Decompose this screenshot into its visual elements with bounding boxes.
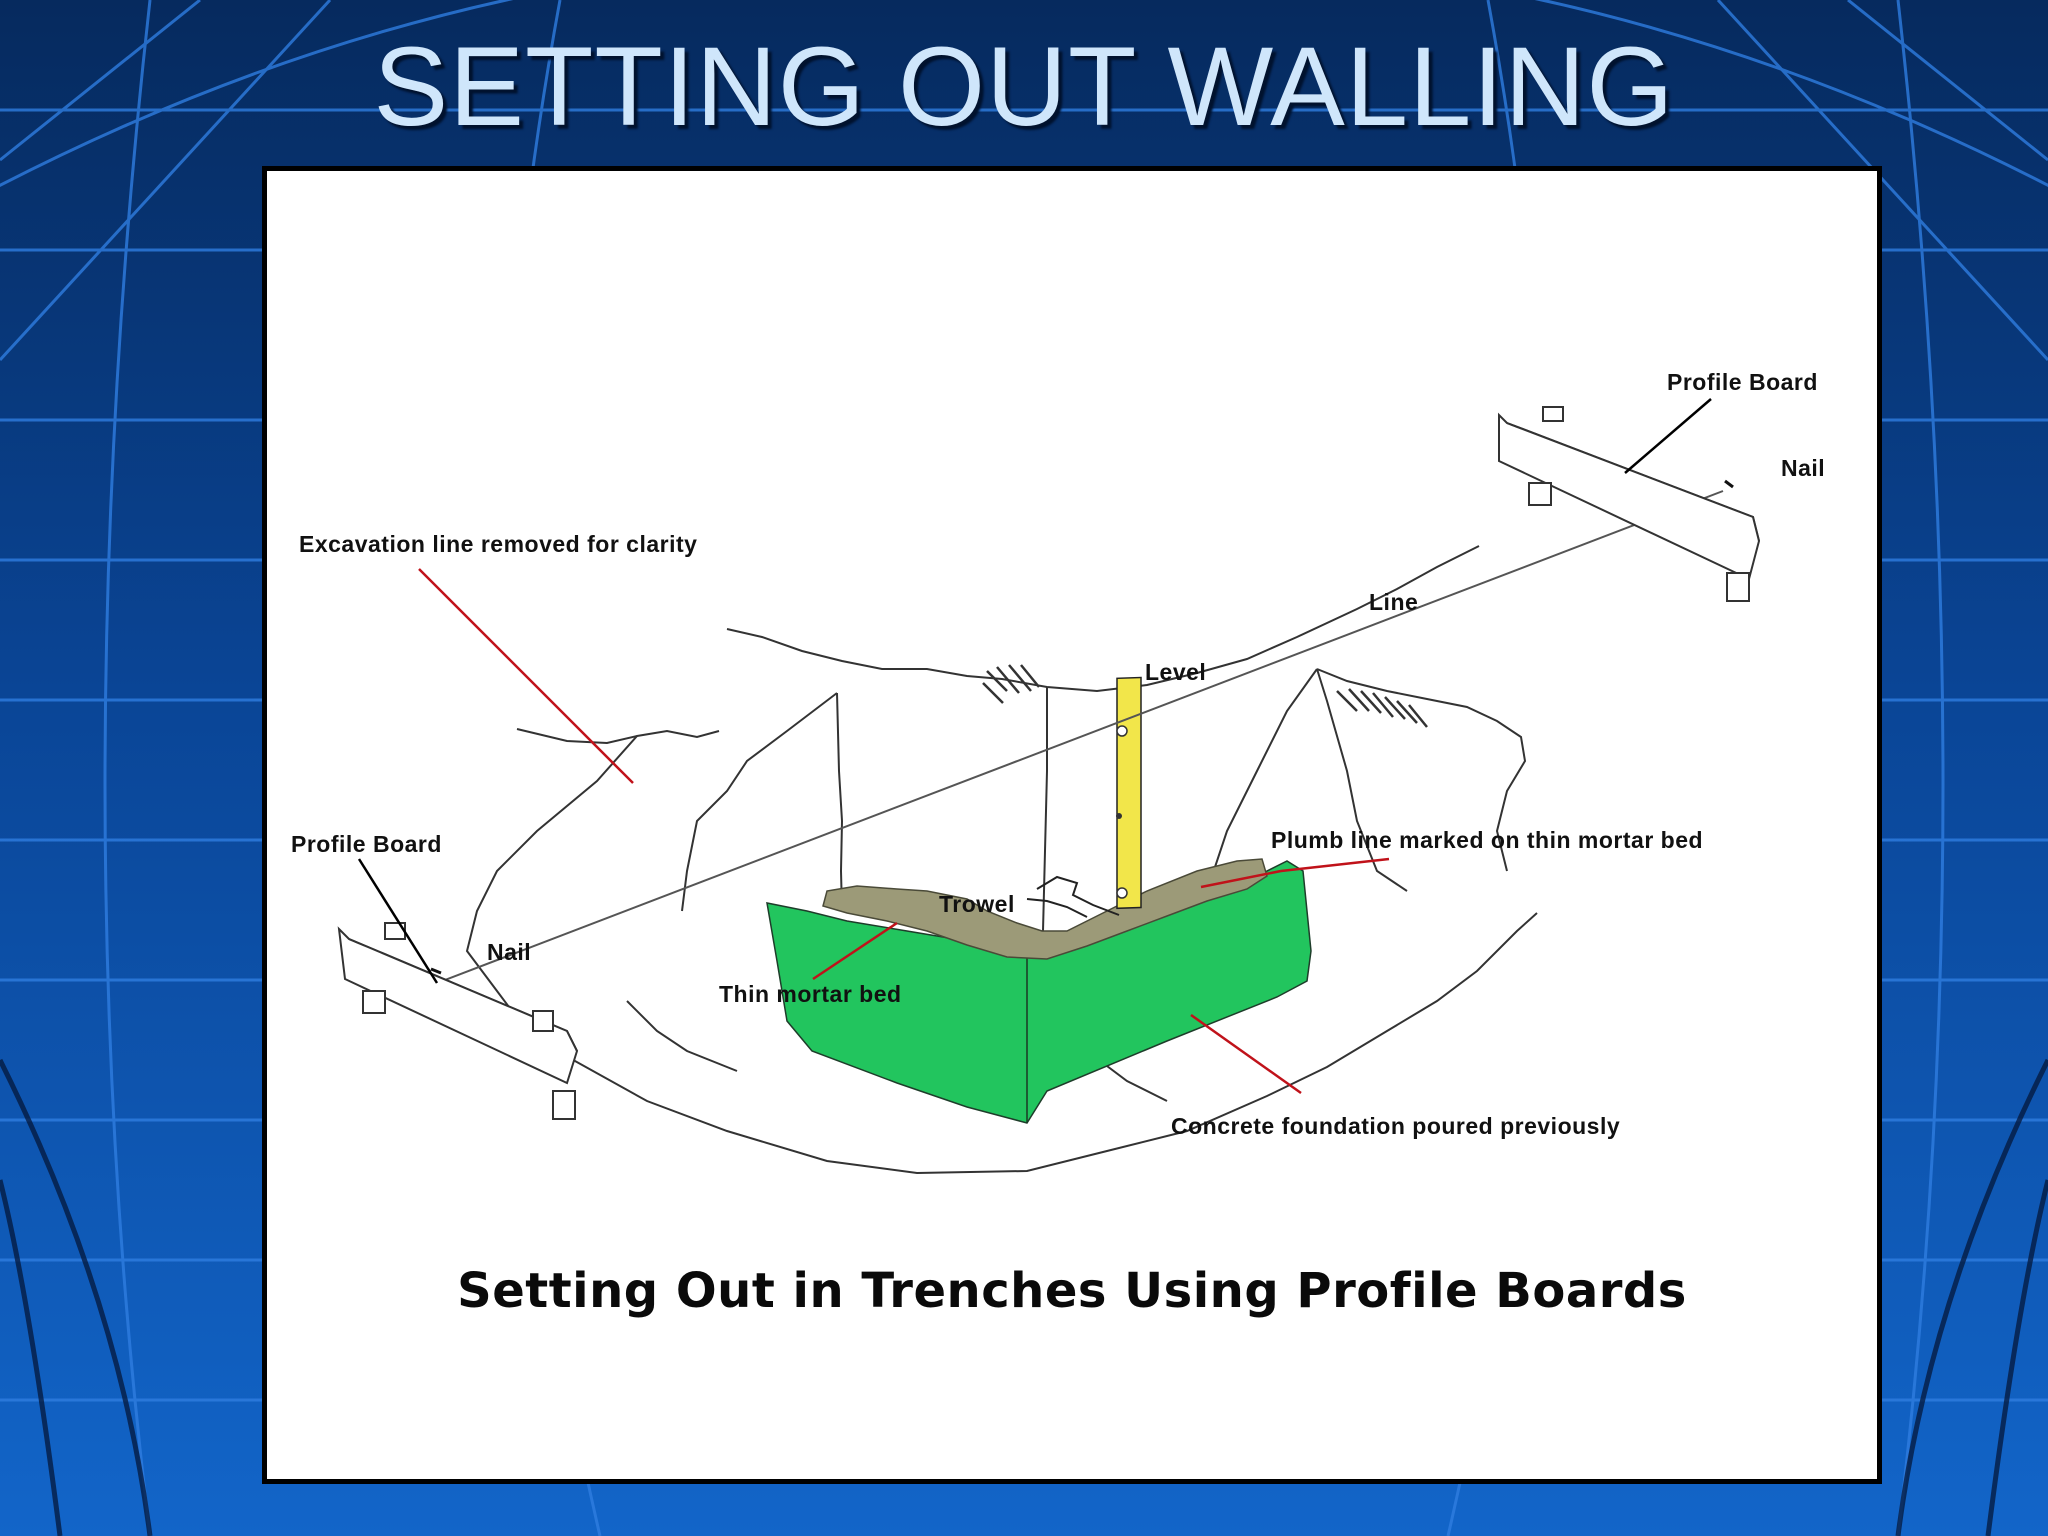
profile-board-left	[337, 922, 579, 1120]
label-nail-right: Nail	[1781, 455, 1826, 481]
label-concrete-foundation: Concrete foundation poured previously	[1171, 1113, 1621, 1139]
label-level: Level	[1145, 659, 1207, 685]
label-profile-board-right: Profile Board	[1667, 369, 1818, 395]
diagram-caption: Setting Out in Trenches Using Profile Bo…	[457, 1263, 1687, 1319]
label-line: Line	[1369, 589, 1419, 615]
label-thin-mortar-bed: Thin mortar bed	[719, 981, 902, 1007]
label-trowel: Trowel	[939, 891, 1015, 917]
label-profile-board-left: Profile Board	[291, 831, 442, 857]
leader-lines	[357, 398, 1712, 1095]
label-nail-left: Nail	[487, 939, 532, 965]
profile-board-right	[1498, 406, 1761, 602]
trench-setting-out-drawing	[337, 398, 1761, 1175]
string-line	[410, 490, 1724, 994]
diagram-panel: Profile Board Nail Excavation line remov…	[262, 166, 1882, 1484]
slide-title: SETTING OUT WALLING	[373, 24, 1675, 149]
label-excavation-line: Excavation line removed for clarity	[299, 531, 698, 557]
trowel-sketch	[1026, 875, 1120, 918]
thin-mortar-bed	[822, 858, 1268, 960]
soil-hatching	[982, 664, 1428, 728]
label-plumb-line: Plumb line marked on thin mortar bed	[1271, 827, 1704, 853]
spirit-level	[1116, 676, 1142, 910]
